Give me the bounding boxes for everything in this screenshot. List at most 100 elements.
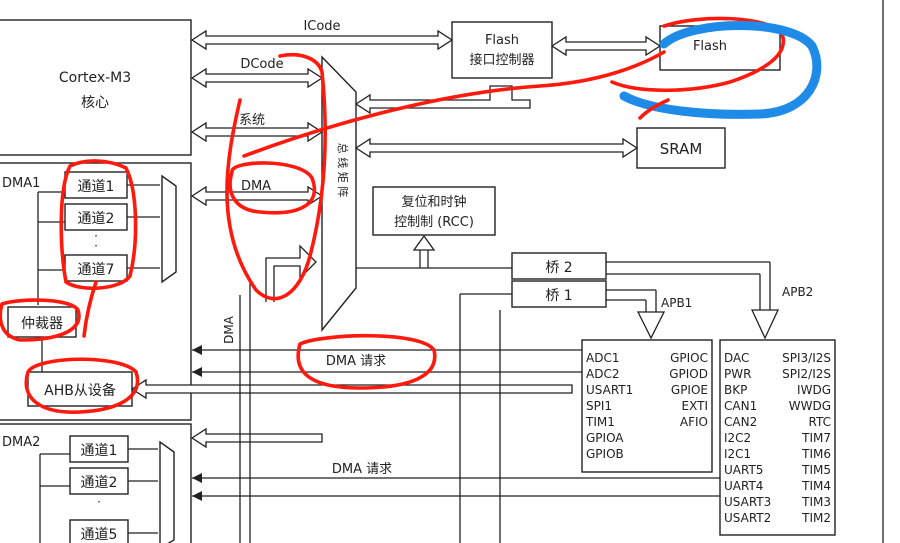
rcc-box <box>372 186 496 236</box>
apb2-box <box>719 339 836 536</box>
dma2-bus <box>190 427 323 449</box>
dma-bus: DMA <box>190 179 324 207</box>
bridge-1-box <box>511 280 607 308</box>
sram-label: SRAM <box>660 140 703 158</box>
icode-label: ICode <box>303 19 340 34</box>
apb2-item: UART5 <box>724 463 763 477</box>
apb2-item: IWDG <box>797 383 831 397</box>
rcc-line1: 复位和时钟 <box>401 194 466 210</box>
apb2-item: TIM3 <box>801 495 831 509</box>
apb1-item: GPIOD <box>669 367 708 381</box>
apb1-item: SPI1 <box>586 399 612 413</box>
dma1-mux <box>161 174 177 284</box>
apb2-item: TIM4 <box>801 479 831 493</box>
dma2-title: DMA2 <box>2 435 40 450</box>
bridges: 桥 2 桥 1 APB1 APB2 <box>356 234 813 543</box>
apb1-item: USART1 <box>586 383 633 397</box>
apb2-item: CAN2 <box>724 415 757 429</box>
bridge-1-label: 桥 1 <box>545 288 572 304</box>
apb2-item: I2C2 <box>724 431 751 445</box>
dma-bus-circle <box>228 161 317 215</box>
flash-interface-box <box>451 21 553 79</box>
apb2-item: TIM6 <box>801 447 831 461</box>
dma1-channel-7: 通道7 <box>78 262 115 278</box>
apb1-item: GPIOA <box>586 431 624 445</box>
cortex-m3-box <box>0 19 192 156</box>
dma-bus-label: DMA <box>241 179 271 194</box>
icode-bus: ICode <box>190 19 454 51</box>
flash-link-bus <box>550 35 662 57</box>
dma2-channel-2: 通道2 <box>81 475 118 491</box>
system-label: 系统 <box>239 113 265 128</box>
dma-request-label-1: DMA 请求 <box>326 354 386 369</box>
bus-matrix: 总 线 矩 阵 <box>321 55 357 332</box>
flash-interface-controller: Flash 接口控制器 <box>451 21 553 79</box>
apb2-item: WWDG <box>789 399 831 413</box>
dma-vertical-label: DMA <box>222 315 236 344</box>
dma-request-label-2: DMA 请求 <box>332 462 392 477</box>
apb1-item: ADC1 <box>586 351 619 365</box>
apb1-item: GPIOE <box>671 383 708 397</box>
apb2-item: RTC <box>809 415 831 429</box>
apb1-box <box>581 339 713 473</box>
apb2-item: USART2 <box>724 511 771 525</box>
dma1-channel-2: 通道2 <box>78 211 115 227</box>
ahb-slave-box <box>27 371 133 407</box>
apb2-item: TIM7 <box>801 431 831 445</box>
hand-annotations <box>0 16 822 414</box>
flash-blue-circle <box>619 21 822 119</box>
apb1-item: GPIOC <box>670 351 708 365</box>
flash-interface-line2: 接口控制器 <box>469 52 534 68</box>
rcc-line2: 控制制 (RCC) <box>394 215 474 230</box>
system-bus: 系统 <box>190 113 324 143</box>
dcode-bus: DCode <box>190 57 324 89</box>
apb2-item: TIM2 <box>801 511 831 525</box>
ahb-slave-circle <box>24 357 140 414</box>
apb1-label: APB1 <box>661 296 692 310</box>
apb2-item: PWR <box>724 367 751 381</box>
dma1-channels-circle <box>59 159 138 291</box>
apb2-item: CAN1 <box>724 399 757 413</box>
cortex-m3-label: Cortex-M3 <box>59 70 131 86</box>
cortex-m3-core: Cortex-M3 核心 <box>0 19 192 156</box>
apb1-item: EXTI <box>682 399 708 413</box>
apb2-item: SPI2/I2S <box>782 367 831 381</box>
apb1-item: TIM1 <box>585 415 615 429</box>
dma-request-circle <box>296 333 437 390</box>
dma2-channel-5: 通道5 <box>81 527 118 543</box>
flash-box-annotation <box>610 16 786 93</box>
apb2-item: SPI3/I2S <box>782 351 831 365</box>
apb2-peripherals: DAC PWR BKP CAN1 CAN2 I2C2 I2C1 UART5 UA… <box>719 339 836 536</box>
apb2-item: I2C1 <box>724 447 751 461</box>
bridge-2-label: 桥 2 <box>545 260 572 276</box>
apb2-item: USART3 <box>724 495 771 509</box>
ahb-slave-label: AHB从设备 <box>44 382 116 399</box>
flash-label: Flash <box>693 39 727 54</box>
apb2-item: BKP <box>724 383 747 397</box>
apb1-item: AFIO <box>680 415 708 429</box>
dma2-mux <box>159 440 175 543</box>
dma2-channel-1: 通道1 <box>81 443 118 459</box>
arbiter-circle <box>0 298 81 342</box>
sram-memory: SRAM <box>636 127 726 169</box>
sram-pointer <box>638 98 670 120</box>
arbiter-label: 仲裁器 <box>21 316 63 332</box>
apb2-item: DAC <box>724 351 749 365</box>
bus-matrix-label: 总 线 矩 阵 <box>336 143 350 198</box>
matrix-sram-bus <box>354 137 639 159</box>
apb1-item: ADC2 <box>586 367 619 381</box>
dma1-to-arbiter-line <box>82 280 98 338</box>
dma2-controller: DMA2 通道1 通道2 · 通道5 <box>0 423 192 543</box>
core-label: 核心 <box>81 95 109 111</box>
apb2-item: UART4 <box>724 479 763 493</box>
dma1-dot-1: · <box>94 229 98 243</box>
flash-interface-line1: Flash <box>485 33 519 48</box>
dma2-feed <box>265 244 317 302</box>
dcode-label: DCode <box>240 57 283 72</box>
dma1-dot-2: · <box>94 239 98 253</box>
dma2-dot: · <box>97 495 101 509</box>
dma-to-flash-annotation <box>242 50 666 158</box>
matrix-flash-bus <box>354 85 531 115</box>
apb1-item: GPIOB <box>586 447 624 461</box>
